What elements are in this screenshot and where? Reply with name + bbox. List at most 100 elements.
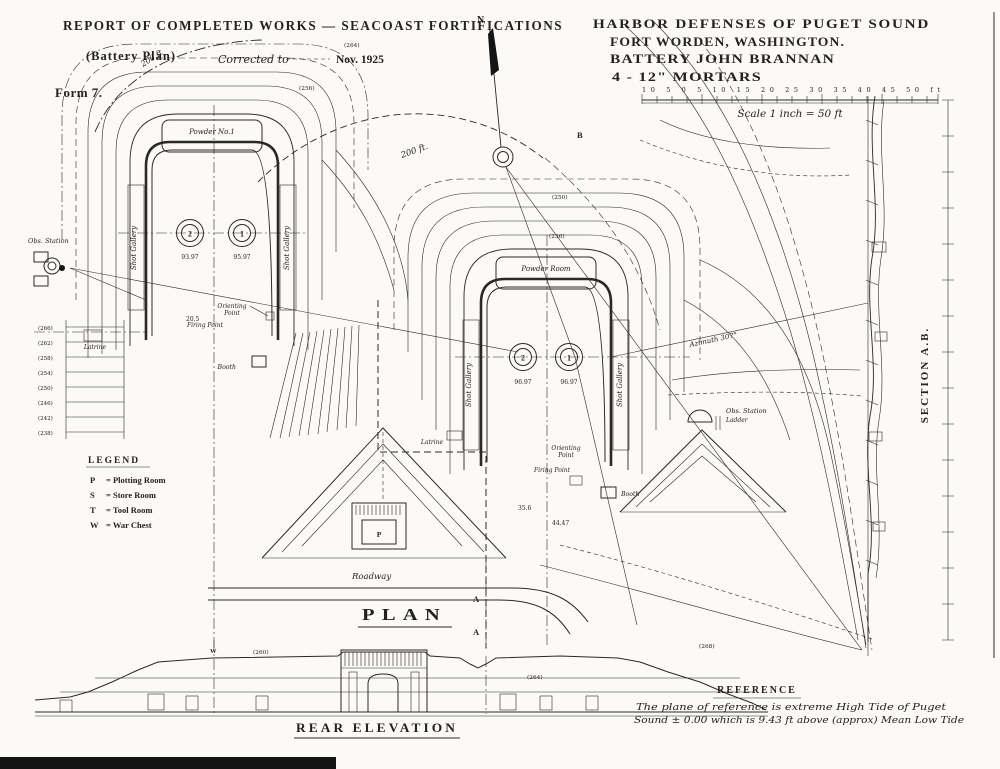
mortar-1-left-elev: 95.97 (233, 254, 250, 261)
mortar-2-right-number: 2 (521, 354, 525, 363)
left-latrine-structure (83, 329, 103, 342)
right-latrine-structure (446, 430, 463, 441)
corrected-date: Nov. 1925 (336, 54, 384, 66)
right-mound-mid (635, 443, 771, 508)
reference-line-2: Sound ± 0.00 which is 9.43 ft above (app… (634, 715, 964, 726)
scale-bar: 10 5 0 5 10 15 20 25 30 35 40 45 50 ft S… (641, 86, 940, 120)
reference-line-1: The plane of reference is extreme High T… (636, 702, 946, 713)
left-stairs: (266) (262) (258) (254) (250) (246) (242… (38, 320, 125, 439)
section-ruler-ticks (942, 99, 954, 641)
section-mark-a2: A (473, 627, 480, 637)
mortar-1-left-inner (233, 224, 251, 242)
scale-ticks (641, 94, 939, 104)
rear-profile (34, 651, 767, 711)
right-mound-outer (619, 429, 787, 513)
mortar-1-right-number: 1 (567, 354, 571, 363)
right-ring-e (407, 192, 685, 392)
right-pit-wall-inner (486, 286, 606, 463)
plotting-room-inner (361, 519, 397, 545)
left-ring-d (87, 71, 337, 358)
mortar-1-right-outer (555, 343, 583, 371)
sight-line-2 (574, 356, 638, 626)
report-title: REPORT OF COMPLETED WORKS — SEACOAST FOR… (63, 18, 563, 33)
rear-elevation: (268) (264) (260) W REAR ELEVATION (34, 640, 768, 739)
header-left: REPORT OF COMPLETED WORKS — SEACOAST FOR… (55, 18, 563, 100)
hill-contour-3 (699, 39, 873, 651)
rear-door-2 (185, 695, 199, 711)
mortar-2-left-number: 2 (188, 230, 192, 239)
dim-44-47: 44.47 (552, 520, 569, 527)
mortar-1-left-outer (228, 219, 256, 247)
stair-treads (66, 326, 124, 433)
stair-elev-3: (254) (38, 370, 53, 377)
sight-line-1 (505, 166, 576, 358)
shot-gallery-label-2: Shot Gallery (283, 225, 291, 270)
reference-title: REFERENCE (717, 685, 797, 696)
left-obs-label: Obs. Station (28, 237, 69, 245)
right-booth-structure (600, 486, 617, 499)
azimuth-label: Azimuth 307° (688, 331, 738, 349)
section-ab-label: SECTION A.B. (919, 327, 931, 423)
spot-elev-236: (236) (549, 233, 565, 240)
stair-fan (269, 324, 360, 439)
legend-value-t: = Tool Room (106, 505, 152, 515)
spot-elev-264: (264) (344, 42, 360, 49)
right-ring-b (449, 234, 643, 474)
armament-line: 4 - 12" MORTARS (612, 70, 762, 84)
mortar-2-left-outer (176, 219, 204, 247)
left-obs-ring-outer (43, 257, 61, 275)
right-orienting-label-1: Orienting (551, 445, 580, 452)
right-pit-wall-outer (479, 277, 613, 466)
right-firing-point-mark (569, 475, 583, 486)
rear-entrance-pilaster-2 (410, 671, 420, 713)
fort-worden-line: FORT WORDEN, WASHINGTON. (610, 35, 845, 49)
battery-name-line: BATTERY JOHN BRANNAN (610, 52, 835, 66)
scan-edge-bottom (0, 757, 336, 769)
left-firing-point-label: Firing Point (186, 322, 224, 329)
stair-elev-0: (266) (38, 325, 53, 332)
right-powder-room (495, 256, 597, 290)
right-gallery-west (462, 319, 480, 451)
sight-line-3 (505, 166, 863, 651)
north-arrow: N B (477, 15, 863, 651)
center-traverse: P (261, 427, 507, 559)
hill-contour-1 (624, 25, 859, 641)
left-ring-a (129, 113, 295, 346)
stair-fan-lines (269, 324, 360, 439)
mortar-1-left-number: 1 (240, 230, 244, 239)
right-obs-label: Obs. Station (726, 407, 767, 415)
right-booth-label: Booth (620, 491, 639, 498)
corrected-to-label: Corrected to (218, 53, 289, 66)
right-mound-inner (649, 455, 757, 503)
rear-entrance-pilaster-1 (348, 671, 358, 713)
right-contour-ext-4 (667, 391, 863, 397)
dim-35-6: 35.6 (518, 505, 532, 512)
left-obs-dot (59, 265, 65, 271)
left-ring-e (75, 57, 355, 300)
contour-200ft-arc (257, 113, 544, 183)
compass-ring-outer (492, 146, 514, 168)
saddle-contour-1 (321, 159, 395, 291)
left-orienting-label-1: Orienting (217, 303, 246, 310)
right-ring-f (393, 178, 701, 360)
section-slope-hatch (865, 119, 879, 566)
right-traverse (619, 429, 787, 513)
lower-contour-1 (539, 564, 863, 651)
compass-ring-inner (497, 151, 509, 163)
left-booth-label: Booth (217, 364, 236, 371)
left-obs-room-2 (33, 275, 49, 287)
hill-contour-4 (659, 119, 831, 149)
legend-key-t: T (90, 505, 96, 515)
saddle-contour-2 (335, 149, 409, 301)
left-obs-ring-inner (47, 261, 57, 271)
plan-title-group: PLAN (358, 605, 452, 628)
contour-arcs: 200 ft 200 ft. (264) (256) (250) (236) (94, 19, 873, 651)
north-needle-icon (488, 28, 499, 76)
rear-door-4 (499, 693, 517, 711)
right-gallery-east (612, 319, 630, 451)
battery-boundary-dashed (377, 300, 487, 648)
contour-arc-extension (544, 157, 661, 331)
section-mark-b: B (577, 130, 583, 140)
stair-elev-5: (246) (38, 400, 53, 407)
